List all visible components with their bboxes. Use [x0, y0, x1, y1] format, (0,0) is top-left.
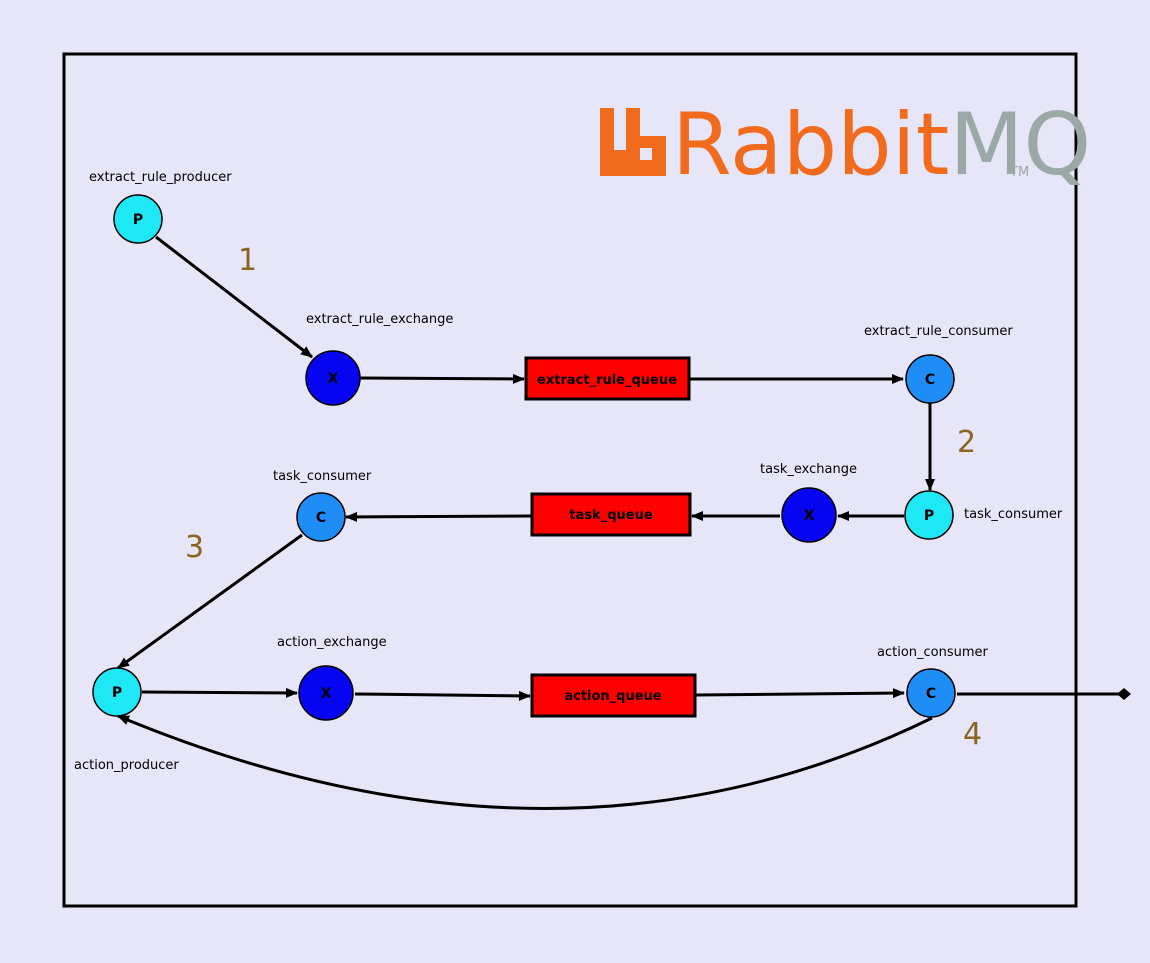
edges	[117, 235, 1131, 810]
rabbit-logo-icon	[600, 108, 666, 176]
edge-action-producer-to-exchange	[141, 687, 298, 698]
exchange-circle	[298, 665, 354, 721]
node-extract-rule-queue[interactable]: extract_rule_queue	[524, 356, 691, 401]
node-letter: P	[112, 685, 122, 701]
diagram-frame	[62, 52, 1078, 908]
node-letter: X	[804, 508, 815, 524]
node-task-exchange[interactable]: task_exchange X	[760, 462, 857, 543]
edge-extract-exchange-to-queue	[359, 373, 525, 384]
edge-task-queue-to-consumer	[345, 511, 532, 522]
exchange-circle	[781, 487, 837, 543]
edge-task-consumer-to-action-producer	[117, 533, 303, 670]
node-extract-rule-exchange[interactable]: extract_rule_exchange X	[305, 312, 453, 406]
edge-action-queue-to-consumer	[695, 688, 905, 699]
producer-circle	[92, 667, 142, 717]
step-number-3: 3	[185, 530, 204, 565]
logo-text-rabbit: Rabbit	[672, 95, 949, 195]
node-letter: X	[321, 686, 332, 702]
queue-label: extract_rule_queue	[537, 373, 677, 388]
queue-box	[530, 673, 697, 718]
edge-action-consumer-loop-back	[117, 714, 933, 810]
node-task-queue[interactable]: task_queue	[530, 492, 692, 537]
edge-producer-to-extract-exchange	[155, 235, 313, 359]
edge-action-exchange-to-queue	[354, 690, 531, 701]
node-label: extract_rule_consumer	[864, 324, 1013, 339]
queue-box	[530, 492, 692, 537]
queue-label: task_queue	[569, 508, 653, 523]
node-letter: P	[133, 212, 143, 228]
node-action-producer[interactable]: P action_producer	[74, 667, 179, 773]
node-label: extract_rule_producer	[89, 170, 232, 185]
consumer-circle	[296, 492, 346, 542]
node-task-consumer[interactable]: task_consumer C	[273, 469, 372, 542]
rabbitmq-logo: RabbitMQ TM	[600, 95, 1091, 195]
node-letter: C	[926, 686, 936, 702]
svg-text:RabbitMQ: RabbitMQ	[672, 95, 1091, 195]
node-label: task_consumer	[273, 469, 372, 484]
node-label: action_producer	[74, 758, 179, 773]
step-number-4: 4	[963, 717, 982, 752]
node-letter: C	[925, 372, 935, 388]
node-letter: X	[328, 371, 339, 387]
node-letter: C	[316, 510, 326, 526]
node-letter: P	[924, 508, 934, 524]
queue-label: action_queue	[564, 689, 661, 704]
node-action-consumer[interactable]: action_consumer C	[877, 645, 989, 718]
node-label: task_consumer	[964, 507, 1063, 522]
node-action-exchange[interactable]: action_exchange X	[277, 635, 387, 721]
step-number-2: 2	[957, 425, 976, 460]
node-label: task_exchange	[760, 462, 857, 477]
exchange-circle	[305, 350, 361, 406]
node-extract-rule-producer[interactable]: extract_rule_producer P	[89, 170, 232, 244]
node-label: action_exchange	[277, 635, 387, 650]
node-extract-rule-consumer[interactable]: extract_rule_consumer C	[864, 324, 1013, 404]
node-label: extract_rule_exchange	[306, 312, 453, 327]
node-action-queue[interactable]: action_queue	[530, 673, 697, 718]
logo-trademark: TM	[1009, 165, 1029, 180]
node-task-producer[interactable]: P task_consumer	[904, 490, 1063, 540]
logo-text-mq: MQ	[949, 95, 1091, 195]
node-label: action_consumer	[877, 645, 989, 660]
queue-box	[524, 356, 691, 401]
step-number-1: 1	[238, 243, 257, 278]
consumer-circle	[906, 668, 956, 718]
producer-circle	[904, 490, 954, 540]
producer-circle	[113, 194, 163, 244]
consumer-circle	[905, 354, 955, 404]
